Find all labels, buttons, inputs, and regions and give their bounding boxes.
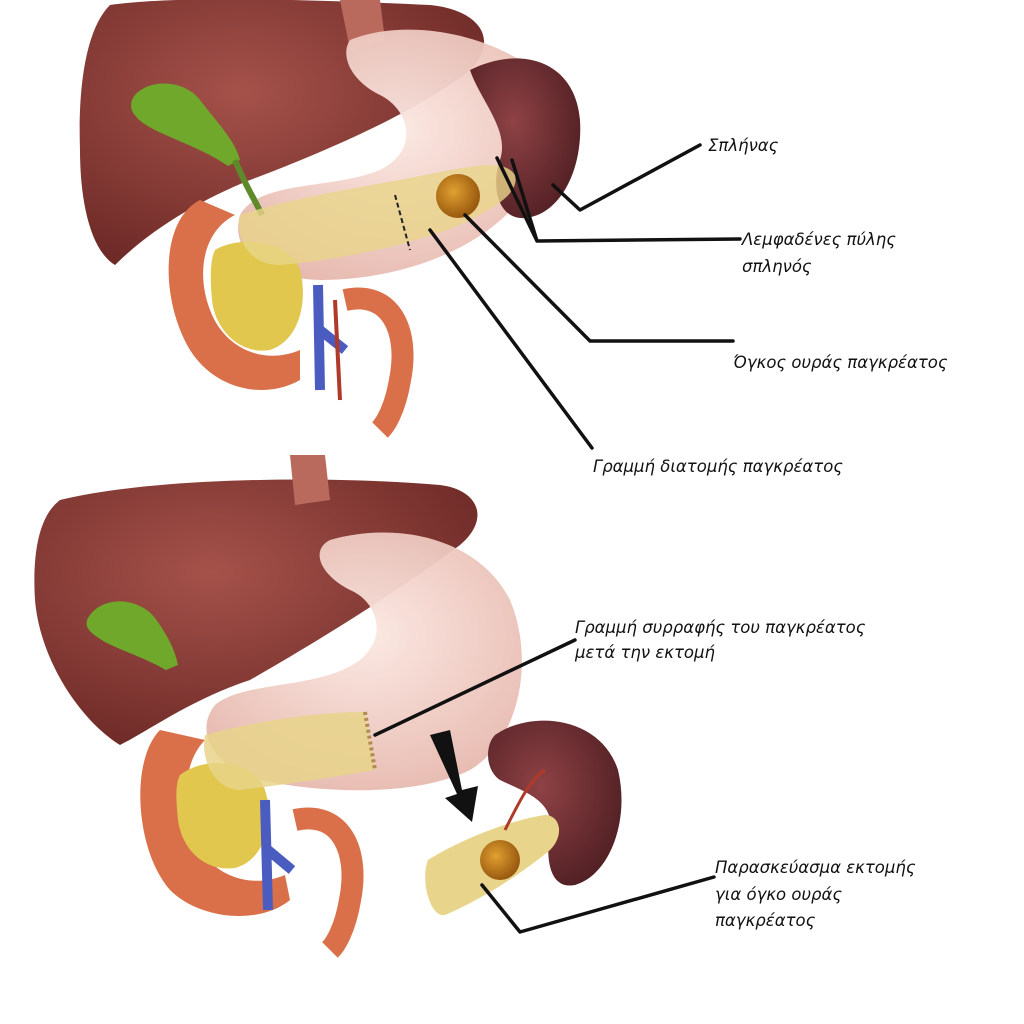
duodenum <box>140 730 290 917</box>
label-specimen-line1: Παρασκεύασμα εκτομής <box>715 858 916 877</box>
mesenteric-artery <box>333 299 342 401</box>
pointer-lymph-nodes <box>495 156 742 243</box>
label-tail-tumor: Όγκος ουράς παγκρέατος <box>733 353 948 372</box>
label-lymph-nodes-line1: Λεμφαδένες πύλης <box>740 230 896 249</box>
label-suture-line1: Γραμμή συρραφής του παγκρέατος <box>575 618 866 637</box>
intestine-loop <box>292 807 364 958</box>
duodenum <box>168 200 300 390</box>
label-suture-line2: μετά την εκτομή <box>574 643 715 662</box>
label-spleen: Σπλήνας <box>708 136 779 155</box>
top-panel-anatomy <box>79 0 581 438</box>
bottom-panel-anatomy <box>34 455 622 958</box>
portal-vessels <box>260 799 296 911</box>
pointer-spleen <box>551 143 702 212</box>
pancreas-head <box>176 763 269 869</box>
label-cut-line: Γραμμή διατομής παγκρέατος <box>593 457 843 476</box>
bottom-pointer-lines <box>373 638 716 934</box>
pointer-suture-line <box>373 638 577 737</box>
pointer-cut-line <box>428 228 594 450</box>
resected-spleen <box>488 720 622 886</box>
pointer-tumor <box>463 213 735 343</box>
pointer-specimen <box>480 875 716 934</box>
pancreatic-tail-tumor <box>436 174 480 218</box>
removal-arrow <box>430 730 478 822</box>
pancreas-cut-line <box>394 194 411 251</box>
label-lymph-nodes-line2: σπληνός <box>742 257 812 276</box>
pancreas-head <box>210 241 303 351</box>
suture-line <box>363 711 377 771</box>
gallbladder <box>86 601 178 670</box>
intestine-loop <box>342 287 414 438</box>
splenic-vessels <box>503 768 546 831</box>
pancreas-remnant <box>204 712 375 790</box>
esophagus <box>290 455 330 505</box>
label-specimen-line2: για όγκο ουράς <box>715 885 842 904</box>
gallbladder <box>131 83 240 166</box>
top-pointer-lines <box>428 143 742 450</box>
resected-tumor <box>480 840 520 880</box>
label-specimen-line3: παγκρέατος <box>715 911 816 930</box>
portal-vessels <box>313 284 349 391</box>
